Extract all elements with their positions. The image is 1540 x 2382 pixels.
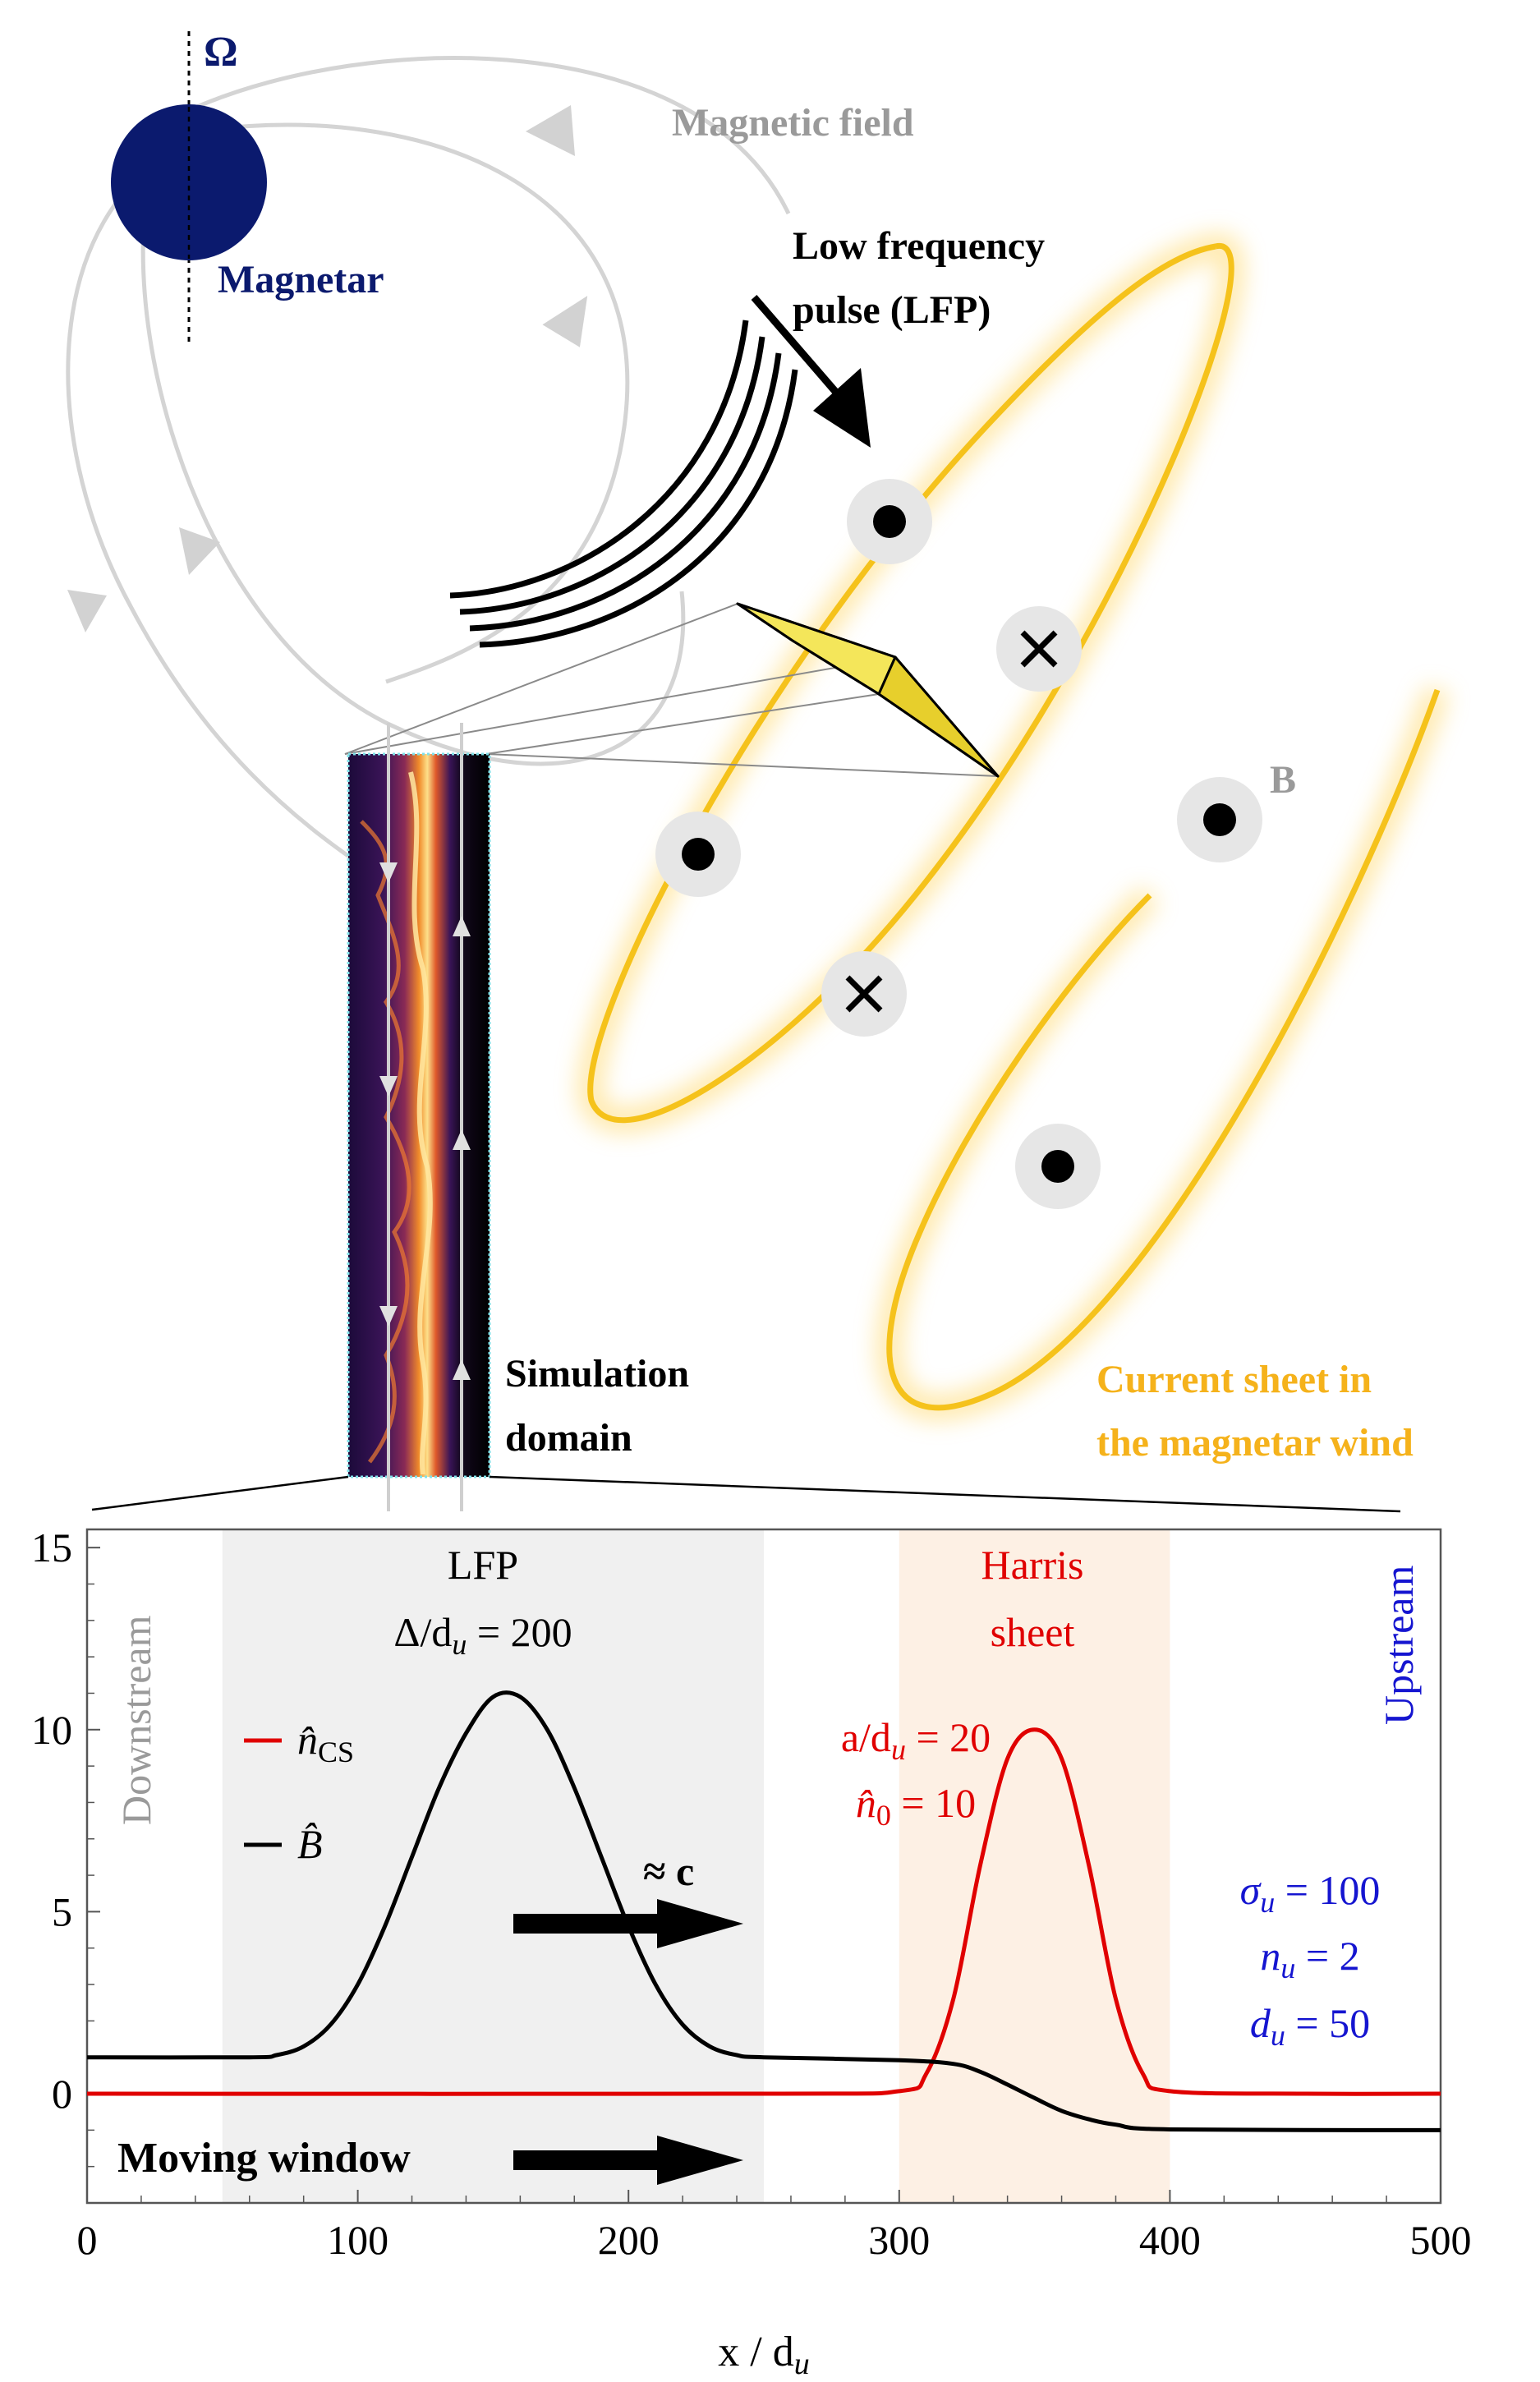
x-tick-label: 400 xyxy=(1139,2217,1201,2263)
simulation-label-line1: Simulation xyxy=(505,1352,689,1396)
x-tick-label: 300 xyxy=(868,2217,930,2263)
current-sheet-upper xyxy=(587,243,1234,1124)
lfp-label-line1: Low frequency xyxy=(793,224,1045,268)
magnetar-label: Magnetar xyxy=(218,258,384,301)
omega-label: Ω xyxy=(204,29,238,76)
x-tick-label: 200 xyxy=(598,2217,660,2263)
magnetar-star xyxy=(111,104,267,260)
downstream-label: Downstream xyxy=(113,1615,159,1825)
magnetic-field-lines xyxy=(66,56,791,873)
y-tick-label: 10 xyxy=(31,1707,72,1753)
current-sheet-label-line1: Current sheet in xyxy=(1096,1358,1372,1401)
region-band-0 xyxy=(222,1529,764,2203)
current-sheet xyxy=(577,233,1450,1420)
chart: 0 100 200 300 400 500 0 5 10 15 Downstream Upstre… xyxy=(31,1524,1472,2381)
series-ncs-line xyxy=(86,1727,1441,2096)
x-tick-label: 0 xyxy=(77,2217,98,2263)
harris-title-line1: Harris xyxy=(981,1542,1084,1588)
harris-width-annotation: a/du = 20 xyxy=(841,1714,991,1766)
y-tick-label: 0 xyxy=(52,2071,72,2117)
chart-regions xyxy=(222,1529,1170,2203)
y-tick-label: 15 xyxy=(31,1524,72,1570)
field-into-page-icon xyxy=(821,951,907,1037)
legend: n̂CS B̂ xyxy=(244,1717,354,1867)
field-out-of-page-icon xyxy=(1015,1124,1101,1209)
field-arrow-heads xyxy=(67,105,588,632)
sigma-annotation: σu = 100 xyxy=(1240,1867,1381,1919)
field-into-page-icon xyxy=(996,606,1082,692)
chart-ticks: 0 100 200 300 400 500 0 5 10 15 xyxy=(31,1524,1472,2263)
magnetic-field-label: Magnetic field xyxy=(672,101,914,145)
field-out-of-page-icon xyxy=(1177,777,1262,862)
field-out-of-page-icon xyxy=(655,812,741,897)
lfp-region-title: LFP xyxy=(448,1542,518,1588)
simulation-domain xyxy=(347,723,491,1511)
region-band-1 xyxy=(899,1529,1170,2203)
y-tick-label: 5 xyxy=(52,1888,72,1934)
moving-window-arrow xyxy=(513,2136,743,2185)
harris-title-line2: sheet xyxy=(991,1609,1075,1655)
x-axis-label: x / du xyxy=(718,2329,809,2381)
legend-label-b: B̂ xyxy=(297,1821,323,1867)
du-annotation: du = 50 xyxy=(1250,2000,1370,2052)
lfp-wavefronts xyxy=(449,320,798,648)
speed-arrow xyxy=(513,1899,743,1948)
lfp-label-line2: pulse (LFP) xyxy=(793,288,991,332)
plot-frame xyxy=(85,1528,1442,2205)
b-field-label: B xyxy=(1270,758,1296,802)
simulation-label-line2: domain xyxy=(505,1416,632,1460)
projection-lines xyxy=(344,603,999,777)
current-sheet-label-line2: the magnetar wind xyxy=(1096,1421,1414,1465)
upstream-label: Upstream xyxy=(1376,1566,1422,1725)
zoom-line-right xyxy=(489,1475,1401,1513)
legend-label-ncs: n̂CS xyxy=(297,1717,354,1768)
zoom-line-left xyxy=(91,1475,349,1511)
lfp-direction-arrow xyxy=(751,295,871,448)
x-tick-label: 100 xyxy=(327,2217,388,2263)
moving-window-label: Moving window xyxy=(117,2135,411,2182)
harris-density-annotation: n̂0 = 10 xyxy=(856,1780,976,1832)
field-out-of-page-icon xyxy=(847,479,932,564)
simulation-box-3d xyxy=(736,602,1000,778)
nu-annotation: nu = 2 xyxy=(1260,1933,1359,1984)
speed-label: ≈ c xyxy=(643,1848,694,1894)
x-tick-label: 500 xyxy=(1410,2217,1472,2263)
current-sheet-lower xyxy=(886,688,1441,1411)
lfp-width-annotation: Δ/du = 200 xyxy=(393,1609,572,1661)
